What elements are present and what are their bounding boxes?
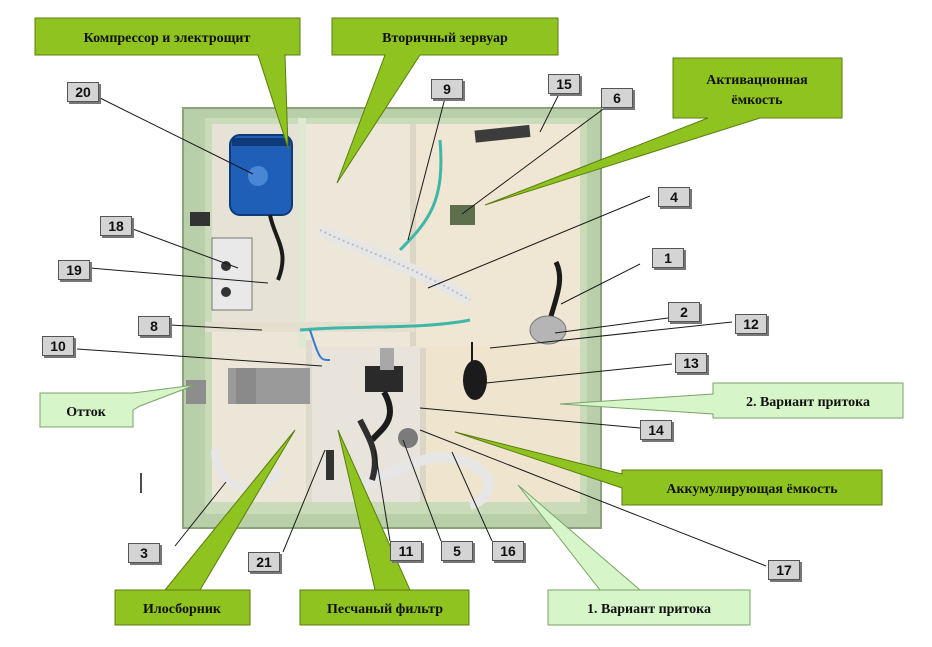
marker-18: 18 xyxy=(100,216,132,236)
switch xyxy=(221,261,231,271)
callout-sand-filter: Песчаный фильтр xyxy=(299,429,470,626)
marker-16: 16 xyxy=(492,541,524,561)
callout-inflow-2: 2. Вариант притока xyxy=(559,382,904,419)
callout-sludge-label: Илосборник xyxy=(143,602,222,617)
compressor-top xyxy=(232,138,290,146)
leader-lines xyxy=(76,91,767,567)
airlift-unit xyxy=(450,205,475,225)
callout-outflow-label: Отток xyxy=(66,405,106,420)
callout-accumulating-tank: Аккумулирующая ёмкость xyxy=(454,431,883,506)
switch xyxy=(221,287,231,297)
divider-wall xyxy=(306,340,312,505)
accumulating-compartment xyxy=(420,346,580,502)
pump-pipe xyxy=(380,348,394,370)
marker-3: 3 xyxy=(128,543,160,563)
pump-hose xyxy=(369,390,393,442)
callout-compressor: Компрессор и электрощит xyxy=(34,17,301,149)
callout-accumulating-label: Аккумулирующая ёмкость xyxy=(666,482,838,497)
marker-11: 11 xyxy=(390,541,422,561)
air-line xyxy=(299,318,471,332)
corrugated-hose-ribs xyxy=(319,229,471,301)
callout-sand-filter-label: Песчаный фильтр xyxy=(327,602,443,617)
callout-activation-line2: ёмкость xyxy=(731,93,783,108)
tank-rim-bottom xyxy=(205,502,587,514)
marker-17: 17 xyxy=(768,560,800,580)
tank-photo xyxy=(182,107,602,529)
marker-1: 1 xyxy=(652,248,684,268)
outflow-pipe-stub xyxy=(186,380,206,404)
fitting xyxy=(326,450,334,480)
callout-secondary-clarifier: Вторичный зервуар xyxy=(331,17,559,184)
callout-inflow2-label: 2. Вариант притока xyxy=(746,395,870,410)
pump xyxy=(365,366,403,392)
corrugated-hose xyxy=(211,449,284,492)
divider-wall xyxy=(420,348,426,503)
callout-activation-tank: Активационная ёмкость xyxy=(484,57,843,206)
black-hose xyxy=(547,260,563,321)
gray-pipe-band xyxy=(236,368,256,404)
marker-15: 15 xyxy=(548,74,580,94)
callout-outflow: Отток xyxy=(39,384,196,428)
marker-10: 10 xyxy=(42,336,74,356)
callout-secondary-clarifier-label: Вторичный зервуар xyxy=(382,31,508,46)
corrugated-hose xyxy=(348,452,494,510)
callout-inflow1-label: 1. Вариант притока xyxy=(587,602,711,617)
marker-12: 12 xyxy=(735,314,767,334)
compressor-fan xyxy=(248,166,268,186)
valve xyxy=(398,428,418,448)
divider-wall xyxy=(205,322,415,332)
marker-6: 6 xyxy=(601,88,633,108)
float-switch xyxy=(463,360,487,400)
callout-sludge-collector: Илосборник xyxy=(114,429,296,626)
air-line xyxy=(398,139,443,252)
pump-hose xyxy=(357,418,378,481)
electric-box xyxy=(211,237,253,311)
callout-activation-line1: Активационная xyxy=(706,73,808,88)
inflow-pipe xyxy=(529,315,567,345)
marker-2: 2 xyxy=(668,302,700,322)
marker-13: 13 xyxy=(675,353,707,373)
cable-gland xyxy=(190,212,210,226)
divider-wall xyxy=(298,118,306,348)
marker-19: 19 xyxy=(58,260,90,280)
air-line xyxy=(309,329,331,361)
marker-20: 20 xyxy=(67,82,99,102)
callout-inflow-1: 1. Вариант притока xyxy=(517,484,751,626)
callout-compressor-label: Компрессор и электрощит xyxy=(84,31,251,46)
marker-5: 5 xyxy=(441,541,473,561)
marker-8: 8 xyxy=(138,316,170,336)
air-hose xyxy=(268,214,285,281)
marker-21: 21 xyxy=(248,552,280,572)
marker-14: 14 xyxy=(640,420,672,440)
marker-9: 9 xyxy=(431,79,463,99)
level-plate xyxy=(474,124,531,143)
marker-4: 4 xyxy=(658,187,690,207)
